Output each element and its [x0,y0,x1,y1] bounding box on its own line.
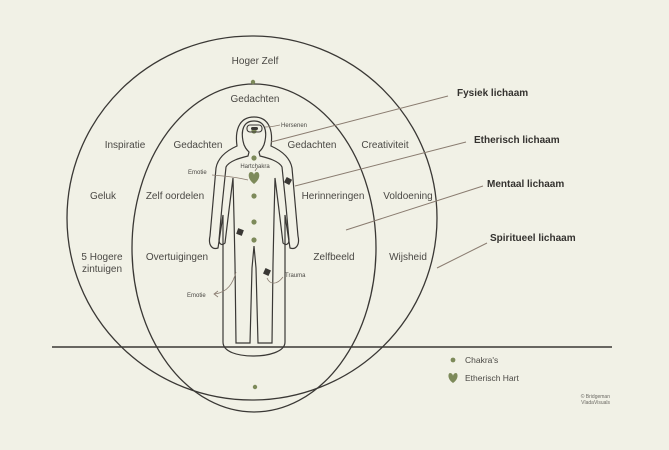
spiritueel-callout-line [436,242,488,269]
hogere-zintuigen-label-1: 5 Hogere [81,252,123,263]
geluk-label: Geluk [90,191,117,202]
gedachten-right-label: Gedachten [288,140,337,151]
etheric-body-outline [208,116,300,357]
root-chakra-dot [251,237,257,243]
inspiratie-label: Inspiratie [105,140,146,151]
legend-chakra-dot-icon [450,357,456,363]
hersenen-pointer [264,124,281,128]
mentaal-lichaam-label: Mentaal lichaam [487,179,564,190]
emotie-top-pointer [211,174,249,181]
heart-chakra-icon [248,172,260,184]
throat-chakra-dot [251,155,257,161]
fysiek-callout-line [270,95,449,143]
solar-plexus-chakra-dot [251,193,257,199]
legend-chakras-label: Chakra's [465,355,498,365]
top-ellipse-dot [250,79,256,85]
wijsheid-label: Wijsheid [389,252,427,263]
spiritual-body-ellipse [66,35,438,401]
brain-icon [246,124,263,133]
voldoening-label: Voldoening [383,191,433,202]
physical-body-outline [218,120,290,344]
hartchakra-label: Hartchakra [240,164,270,170]
overtuigingen-label: Overtuigingen [146,252,208,263]
etherisch-lichaam-label: Etherisch lichaam [474,135,560,146]
emotie-bottom-label: Emotie [187,293,206,299]
hersenen-label: Hersenen [281,123,307,129]
emotie-top-label: Emotie [188,170,207,176]
herinneringen-label: Herinneringen [302,191,365,202]
spiritueel-lichaam-label: Spiritueel lichaam [490,233,576,244]
mentaal-callout-line [345,185,484,231]
legend: Chakra's Etherisch Hart [448,355,519,383]
bottom-ellipse-dot [252,384,258,390]
hogere-zintuigen-label-2: zintuigen [82,264,122,275]
emotie-bottom-arrowhead [213,290,219,298]
credit-line-1: © Bridgeman [581,393,610,400]
emotie-bottom-pointer [214,271,237,295]
gedachten-top-label: Gedachten [231,94,280,105]
etherisch-callout-line [294,141,467,187]
blockage-shape [283,176,293,186]
trauma-pointer [266,276,284,284]
mental-body-ellipse [131,83,377,413]
zelf-oordelen-label: Zelf oordelen [146,191,204,202]
credit-line-2: VladaVisuals [581,400,610,406]
fysiek-lichaam-label: Fysiek lichaam [457,88,528,99]
zelfbeeld-label: Zelfbeeld [313,252,354,263]
hoger-zelf-label: Hoger Zelf [232,56,279,67]
gedachten-left-label: Gedachten [174,140,223,151]
blockage-shape [263,268,271,276]
sacral-chakra-dot [251,219,257,225]
creativiteit-label: Creativiteit [361,140,408,151]
legend-etherisch-hart-label: Etherisch Hart [465,373,519,383]
legend-heart-icon [448,373,458,383]
hartchakra-pointer [254,167,258,172]
trauma-label: Trauma [285,273,306,279]
blockage-shape [236,228,244,236]
